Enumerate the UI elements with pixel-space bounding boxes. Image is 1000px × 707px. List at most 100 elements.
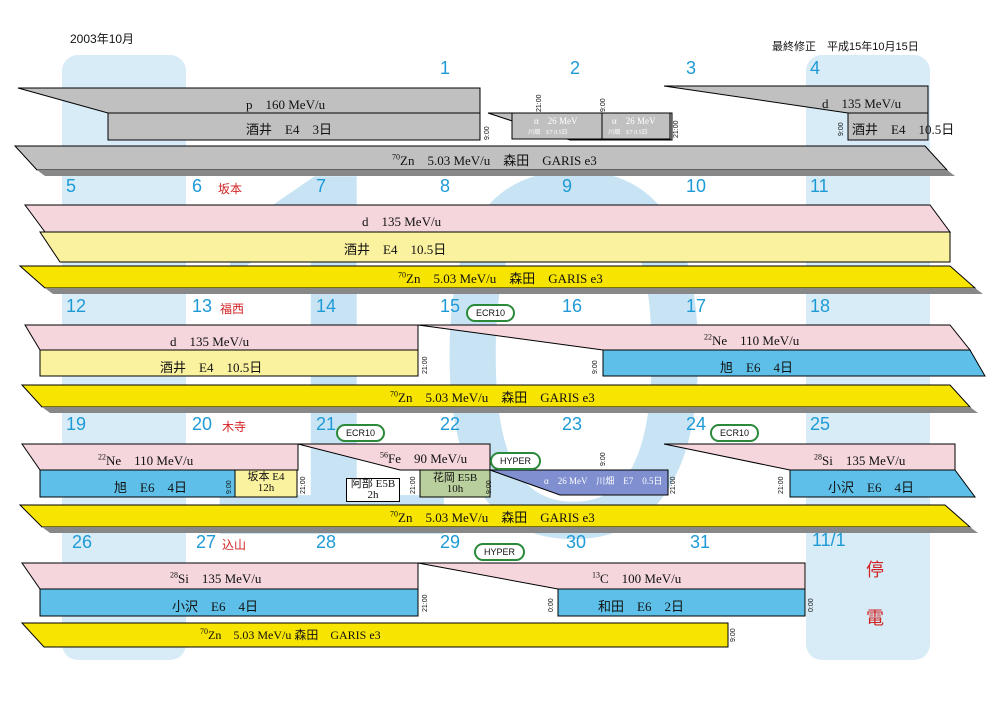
time-900-w4c: 9:00 xyxy=(600,452,607,466)
label-fe-text: Fe 90 MeV/u xyxy=(388,451,468,466)
day-17: 17 xyxy=(686,296,707,316)
label-zn-w5: 70Zn 5.03 MeV/u 森田 GARIS e3 xyxy=(200,626,381,643)
day-3: 3 xyxy=(686,58,697,78)
bar-ne-w4 xyxy=(21,443,299,471)
day-12: 12 xyxy=(66,296,87,316)
label-p160: p 160 MeV/u xyxy=(246,97,326,112)
label-c-mass: 13 xyxy=(592,570,600,580)
day-25: 25 xyxy=(810,414,831,434)
operator-day-20: 木寺 xyxy=(222,420,247,434)
time-900-w5: 9:00 xyxy=(730,628,737,642)
day-8: 8 xyxy=(440,176,451,196)
label-zn-text: Zn 5.03 MeV/u 森田 GARIS e3 xyxy=(398,390,595,405)
label-zn-mass: 70 xyxy=(390,509,398,519)
day-7: 7 xyxy=(316,176,327,196)
label-zn-text: Zn 5.03 MeV/u 森田 GARIS e3 xyxy=(208,628,381,642)
day-20: 20 xyxy=(192,414,213,434)
label-zn-w1: 70Zn 5.03 MeV/u 森田 GARIS e3 xyxy=(392,150,597,169)
label-c-w5: 13C 100 MeV/u xyxy=(592,568,681,587)
label-zn-mass: 70 xyxy=(398,270,406,280)
bar-ozawa-w5 xyxy=(39,588,419,617)
day-5: 5 xyxy=(66,176,77,196)
bar-asahi-w3 xyxy=(602,349,986,377)
day-14: 14 xyxy=(316,296,337,316)
day-21: 21 xyxy=(316,414,337,434)
badge-ecr10-24: ECR10 xyxy=(710,424,760,442)
label-abe-e5b: 阿部 E5B 2h xyxy=(346,478,400,502)
bar-asahi-w4 xyxy=(39,469,236,498)
bar-ozawa-w4 xyxy=(789,469,976,498)
day-28: 28 xyxy=(316,532,337,552)
label-zn-w2: 70Zn 5.03 MeV/u 森田 GARIS e3 xyxy=(398,268,603,287)
label-zn-w4: 70Zn 5.03 MeV/u 森田 GARIS e3 xyxy=(390,507,595,526)
bar-wada xyxy=(557,588,806,617)
label-si-mass: 28 xyxy=(814,452,822,462)
day-6: 6 xyxy=(192,176,203,196)
label-asahi-w4: 旭 E6 4日 xyxy=(114,480,187,495)
day-2: 2 xyxy=(570,58,581,78)
label-zn-text: Zn 5.03 MeV/u 森田 GARIS e3 xyxy=(398,510,595,525)
label-zn-mass: 70 xyxy=(390,389,398,399)
label-ne-text: Ne 110 MeV/u xyxy=(712,333,800,348)
label-fe-w4: 56Fe 90 MeV/u xyxy=(380,448,467,467)
day-11: 11 xyxy=(810,176,829,196)
label-si-w4: 28Si 135 MeV/u xyxy=(814,450,905,469)
bar-alpha2 xyxy=(601,112,671,140)
label-sakamoto-name: 坂本 E4 xyxy=(247,471,285,483)
day-16: 16 xyxy=(562,296,583,316)
label-sakai-w3: 酒井 E4 10.5日 xyxy=(160,360,263,375)
time-000-w5a: 0:00 xyxy=(548,598,555,612)
time-900-w1a: 9:00 xyxy=(484,126,491,140)
label-abe-hours: 2h xyxy=(367,489,379,501)
time-900-w4b: 9:00 xyxy=(486,480,493,494)
label-zn-text: Zn 5.03 MeV/u 森田 GARIS e3 xyxy=(406,271,603,286)
time-2100-w1: 21:00 xyxy=(536,94,543,112)
day-23: 23 xyxy=(562,414,583,434)
label-sakai-3d: 酒井 E4 3日 xyxy=(246,122,332,137)
label-zn-mass: 70 xyxy=(392,152,400,162)
time-2100-w4b: 21:00 xyxy=(410,476,417,494)
bar-ne-w3 xyxy=(417,324,972,351)
badge-hyper-22: HYPER xyxy=(490,452,542,470)
label-abe-name: 阿部 E5B xyxy=(350,478,396,490)
label-alpha2-sub: 川畑 E7 0.5日 xyxy=(608,130,648,136)
label-ne-mass: 22 xyxy=(98,452,106,462)
label-ozawa-w4: 小沢 E6 4日 xyxy=(828,480,914,495)
label-hanaoka-name: 花岡 E5B xyxy=(432,472,478,484)
label-si-mass: 28 xyxy=(170,570,178,580)
bar-si-w4-top xyxy=(663,443,956,471)
day-22: 22 xyxy=(440,414,461,434)
label-si-text: Si 135 MeV/u xyxy=(822,453,906,468)
badge-hyper-29: HYPER xyxy=(474,543,526,561)
label-alpha2: α 26 MeV xyxy=(612,116,656,126)
day-24: 24 xyxy=(686,414,707,434)
month-title: 2003年10月 xyxy=(70,32,135,46)
time-2100-w4c: 21:00 xyxy=(670,476,677,494)
label-alpha-w4: α 26 MeV 川畑 E7 0.5日 xyxy=(544,476,663,486)
label-fe-mass: 56 xyxy=(380,450,388,460)
badge-ecr10-21: ECR10 xyxy=(336,424,386,442)
day-31: 31 xyxy=(690,532,711,552)
label-si-text: Si 135 MeV/u xyxy=(178,571,262,586)
day-18: 18 xyxy=(810,296,831,316)
bar-d135-w2 xyxy=(24,204,951,233)
outage-label-1: 停 xyxy=(866,560,884,580)
badge-ecr10-15: ECR10 xyxy=(466,304,516,322)
label-zn-text: Zn 5.03 MeV/u 森田 GARIS e3 xyxy=(400,153,597,168)
day-27: 27 xyxy=(196,532,217,552)
label-d135-w2: d 135 MeV/u xyxy=(362,214,442,229)
bar-sakai-w2 xyxy=(39,231,951,263)
label-d135-w1: d 135 MeV/u xyxy=(822,96,902,111)
label-si-w5: 28Si 135 MeV/u xyxy=(170,568,261,587)
day-1: 1 xyxy=(440,58,451,78)
bar-sakamoto-e4 xyxy=(234,469,298,498)
day-nov-1: 11/1 xyxy=(812,530,846,550)
time-000-w5b: 0:00 xyxy=(808,598,815,612)
label-zn-mass: 70 xyxy=(200,627,208,636)
time-2100-w4a: 21:00 xyxy=(300,476,307,494)
label-ne-mass: 22 xyxy=(704,332,712,342)
label-alpha1: α 26 MeV xyxy=(534,116,578,126)
bar-alpha1 xyxy=(511,112,603,140)
time-900-w3: 9:00 xyxy=(592,360,599,374)
